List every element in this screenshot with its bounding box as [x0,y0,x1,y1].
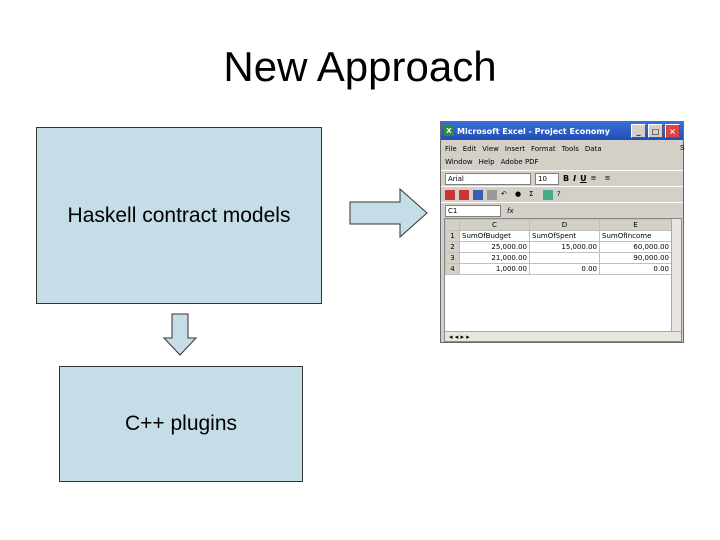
menu-file[interactable]: File [445,145,457,153]
menu-edit[interactable]: Edit [463,145,477,153]
horizontal-scrollbar[interactable] [445,331,681,341]
excel-window: X Microsoft Excel - Project Economy _ □ … [440,121,684,343]
name-box[interactable]: C1 [445,205,501,217]
table-row: 3 21,000.00 90,000.00 [446,253,672,264]
formula-bar: C1 fx [441,202,683,218]
menu-data[interactable]: Data [585,145,602,153]
excel-edge-char: S [680,145,685,152]
bold-button[interactable]: B [563,174,569,183]
cell[interactable]: SumOfSpent [530,231,600,242]
table-row: 4 1,000.00 0.00 0.00 [446,264,672,275]
cell[interactable]: 15,000.00 [530,242,600,253]
web-icon[interactable]: ● [515,190,525,200]
cell[interactable]: 25,000.00 [460,242,530,253]
cell[interactable]: 0.00 [530,264,600,275]
pdf-icon[interactable] [445,190,455,200]
underline-button[interactable]: U [580,174,587,183]
column-header-row: C D E [446,220,672,231]
cell[interactable] [530,253,600,264]
down-arrow [163,314,197,358]
save-icon[interactable] [473,190,483,200]
excel-logo-icon: X [444,126,454,136]
excel-window-title: Microsoft Excel - Project Economy [457,127,629,136]
sum-icon[interactable]: Σ [529,190,539,200]
table-row: 2 25,000.00 15,000.00 60,000.00 [446,242,672,253]
close-icon[interactable]: × [665,124,680,138]
table-row: 1 SumOfBudget SumOfSpent SumOfIncome [446,231,672,242]
right-arrow [350,189,430,239]
standard-toolbar: ↶ ● Σ ? [441,186,683,202]
sheet-table: C D E 1 SumOfBudget SumOfSpent SumOfInco… [445,219,672,275]
row-header[interactable]: 4 [446,264,460,275]
cpp-plugins-box: C++ plugins [59,366,303,482]
menu-tools[interactable]: Tools [562,145,579,153]
menu-window[interactable]: Window [445,158,473,166]
print-icon[interactable] [487,190,497,200]
chart-icon[interactable] [543,190,553,200]
font-size-select[interactable]: 10 [535,173,559,185]
menu-view[interactable]: View [482,145,499,153]
font-name-select[interactable]: Arial [445,173,531,185]
maximize-icon[interactable]: □ [648,124,663,138]
excel-menubar: File Edit View Insert Format Tools Data … [441,140,683,170]
fx-icon: fx [507,207,514,215]
menu-help[interactable]: Help [479,158,495,166]
align-icon[interactable]: ≡ [591,174,601,184]
slide-title: New Approach [0,40,720,94]
cpp-plugins-label: C++ plugins [125,412,237,436]
menu-format[interactable]: Format [531,145,556,153]
cell[interactable]: 90,000.00 [600,253,672,264]
row-header[interactable]: 1 [446,231,460,242]
cell[interactable]: 1,000.00 [460,264,530,275]
row-header[interactable]: 2 [446,242,460,253]
cell[interactable]: 21,000.00 [460,253,530,264]
haskell-models-box: Haskell contract models [36,127,322,304]
corner-cell[interactable] [446,220,460,231]
sheet-nav-arrows-icon[interactable]: ◂ ◂ ▸ ▸ [449,333,470,341]
cell[interactable]: SumOfIncome [600,231,672,242]
undo-icon[interactable]: ↶ [501,190,511,200]
excel-titlebar: X Microsoft Excel - Project Economy _ □ … [441,122,683,140]
help-icon[interactable]: ? [557,190,567,200]
menu-insert[interactable]: Insert [505,145,525,153]
menu-adobe-pdf[interactable]: Adobe PDF [501,158,539,166]
row-header[interactable]: 3 [446,253,460,264]
column-header[interactable]: C [460,220,530,231]
spreadsheet-grid[interactable]: C D E 1 SumOfBudget SumOfSpent SumOfInco… [444,218,682,342]
vertical-scrollbar[interactable] [671,219,681,341]
cell[interactable]: 0.00 [600,264,672,275]
align-right-icon[interactable]: ≡ [605,174,615,184]
formatting-toolbar: Arial 10 B I U ≡ ≡ [441,170,683,186]
minimize-icon[interactable]: _ [631,124,646,138]
column-header[interactable]: D [530,220,600,231]
column-header[interactable]: E [600,220,672,231]
italic-button[interactable]: I [573,174,576,183]
haskell-models-label: Haskell contract models [68,204,291,228]
pdf-mail-icon[interactable] [459,190,469,200]
cell[interactable]: 60,000.00 [600,242,672,253]
cell[interactable]: SumOfBudget [460,231,530,242]
